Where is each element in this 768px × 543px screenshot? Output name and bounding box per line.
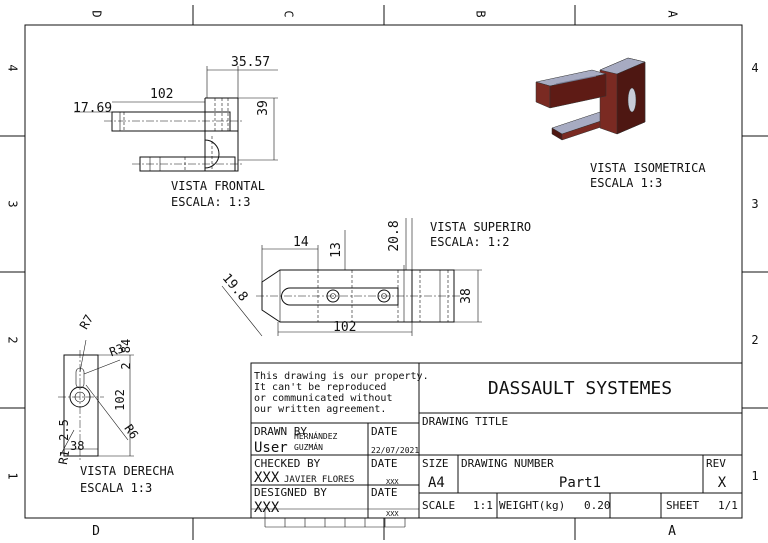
dim-r6: R6 bbox=[121, 422, 141, 442]
column-label: D bbox=[90, 10, 104, 17]
size-value: A4 bbox=[428, 475, 445, 491]
checked-by-value: XXX bbox=[254, 470, 280, 486]
right-view-scale: ESCALA 1:3 bbox=[80, 481, 152, 495]
date-value-1: 22/07/2021 bbox=[371, 446, 419, 455]
designed-by-label: DESIGNED BY bbox=[254, 486, 327, 499]
dim-102: 102 bbox=[150, 87, 173, 102]
row-label: 1 bbox=[6, 472, 20, 479]
column-label: D bbox=[92, 524, 100, 539]
drawn-by-label: DRAWN BY bbox=[254, 425, 307, 438]
dim-17-69: 17.69 bbox=[73, 101, 112, 116]
title-block-notice: This drawing is our property. It can't b… bbox=[254, 371, 429, 415]
top-view-label: VISTA SUPERIRO bbox=[430, 220, 531, 234]
company-name: DASSAULT SYSTEMES bbox=[488, 378, 672, 399]
right-view-dimensions: R7 R3 84 2 102 R6 2.5 38 R1 bbox=[56, 312, 141, 465]
front-view bbox=[74, 66, 278, 172]
column-label: A bbox=[668, 524, 676, 539]
row-label: 2 bbox=[751, 333, 758, 347]
designed-by-value: XXX bbox=[254, 500, 280, 516]
dim-38: 38 bbox=[70, 439, 84, 453]
border-row-labels-left: 4 3 2 1 bbox=[6, 64, 20, 479]
column-label: A bbox=[666, 10, 680, 18]
dim-r1: R1 bbox=[56, 449, 72, 466]
iso-view-label: VISTA ISOMETRICA bbox=[590, 161, 706, 175]
dim-13: 13 bbox=[329, 242, 344, 258]
drawing-title-label: DRAWING TITLE bbox=[422, 415, 508, 428]
top-view bbox=[221, 218, 482, 337]
border-row-labels-right: 4 3 2 1 bbox=[751, 61, 758, 483]
right-view-label: VISTA DERECHA bbox=[80, 464, 175, 478]
date-label-1: DATE bbox=[371, 425, 398, 438]
dim-14: 14 bbox=[293, 235, 309, 250]
front-view-scale: ESCALA: 1:3 bbox=[171, 195, 250, 209]
dim-20-8: 20.8 bbox=[387, 220, 402, 251]
iso-view-scale: ESCALA 1:3 bbox=[590, 176, 662, 190]
date-label-2: DATE bbox=[371, 457, 398, 470]
rev-label: REV bbox=[706, 457, 726, 470]
top-view-scale: ESCALA: 1:2 bbox=[430, 235, 509, 249]
drawn-by-name-1: HERNÁNDEZ bbox=[294, 430, 338, 441]
weight-label: WEIGHT(kg) bbox=[499, 499, 565, 512]
isometric-view bbox=[535, 57, 646, 141]
right-view bbox=[58, 339, 134, 460]
date-label-3: DATE bbox=[371, 486, 398, 499]
border-column-labels-top: D C B A bbox=[90, 10, 680, 18]
dim-102: 102 bbox=[113, 389, 127, 411]
dim-84: 84 bbox=[119, 339, 133, 353]
notice-line: our written agreement. bbox=[254, 404, 386, 415]
scale-label: SCALE bbox=[422, 499, 455, 512]
row-label: 2 bbox=[6, 336, 20, 343]
dim-102: 102 bbox=[333, 320, 356, 335]
weight-value: 0.20 bbox=[584, 499, 611, 512]
dim-39: 39 bbox=[256, 100, 271, 116]
size-label: SIZE bbox=[422, 457, 449, 470]
row-label: 1 bbox=[751, 469, 758, 483]
dim-r3: R3 bbox=[107, 341, 125, 359]
date-value-2: XXX bbox=[386, 478, 399, 486]
checked-by-name: JAVIER FLORES bbox=[284, 475, 354, 485]
dim-2-5: 2.5 bbox=[57, 419, 71, 441]
row-label: 4 bbox=[6, 64, 20, 71]
drawn-by-value: User bbox=[254, 440, 288, 456]
sheet-label: SHEET bbox=[666, 499, 699, 512]
notice-line: or communicated without bbox=[254, 393, 392, 404]
front-view-label: VISTA FRONTAL bbox=[171, 179, 265, 193]
rev-value: X bbox=[718, 475, 727, 491]
column-label: C bbox=[282, 10, 296, 17]
notice-line: It can't be reproduced bbox=[254, 382, 386, 393]
dim-38: 38 bbox=[459, 288, 474, 304]
column-label: B bbox=[474, 10, 488, 17]
dim-2: 2 bbox=[119, 362, 133, 369]
dim-r7: R7 bbox=[77, 312, 96, 332]
scale-value: 1:1 bbox=[473, 499, 493, 512]
drawn-by-name-2: GUZMÁN bbox=[294, 441, 323, 452]
row-label: 3 bbox=[6, 200, 20, 207]
drawing-number-label: DRAWING NUMBER bbox=[461, 457, 554, 470]
checked-by-label: CHECKED BY bbox=[254, 457, 321, 470]
drawing-number-value: Part1 bbox=[559, 475, 601, 491]
sheet-value: 1/1 bbox=[718, 499, 738, 512]
border-column-labels-bottom: D A bbox=[92, 524, 676, 539]
row-label: 4 bbox=[751, 61, 758, 75]
date-value-3: XXX bbox=[386, 510, 399, 518]
row-label: 3 bbox=[751, 197, 758, 211]
title-block bbox=[250, 362, 743, 528]
dim-35-57: 35.57 bbox=[231, 55, 270, 70]
front-view-dimensions: 35.57 102 17.69 39 bbox=[73, 55, 271, 116]
notice-line: This drawing is our property. bbox=[254, 371, 429, 382]
